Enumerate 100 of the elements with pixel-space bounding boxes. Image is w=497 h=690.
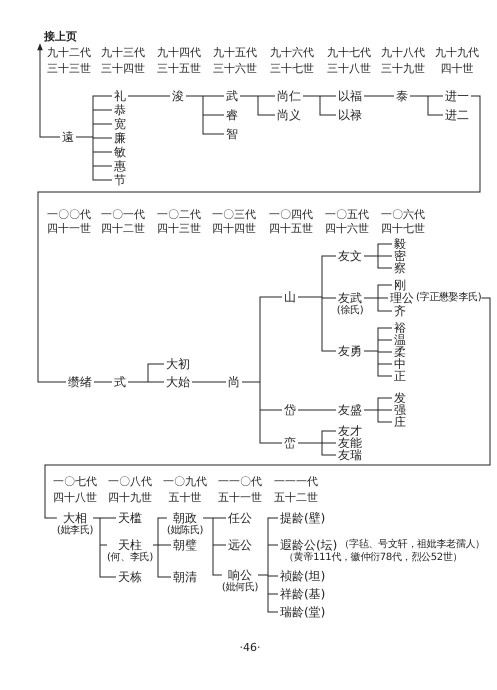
generation-label: 一〇八代 <box>108 475 152 489</box>
tree-connector <box>92 518 116 578</box>
generation-label: 三十三世 <box>47 62 91 76</box>
generation-label: 一〇三代 <box>212 208 256 222</box>
generation-label: 一〇〇代 <box>47 208 91 222</box>
generation-label: 四十二世 <box>101 222 145 236</box>
person-name: 朝政 <box>171 511 199 525</box>
person-name: 朝清 <box>171 570 199 584</box>
person-name: 以福 <box>336 89 364 103</box>
generation-label: 一〇四代 <box>269 208 313 222</box>
person-name: 遠 <box>60 130 76 144</box>
person-name: 进二 <box>443 108 471 122</box>
person-name: 大始 <box>164 375 192 389</box>
generation-label: 三十八世 <box>327 62 371 76</box>
generation-label: 四十一世 <box>47 222 91 236</box>
person-name: 峦 <box>282 436 298 450</box>
generation-label: 五十世 <box>168 491 202 505</box>
person-name: 刚 <box>392 278 408 292</box>
page-number: ·46· <box>240 641 260 655</box>
tree-connector <box>44 298 490 518</box>
generation-label: 三十九世 <box>381 62 425 76</box>
person-name: 武 <box>224 89 240 103</box>
generation-label: 一〇七代 <box>53 475 97 489</box>
person-name: 遐龄公(坛) <box>278 538 340 552</box>
generation-label: 九十七代 <box>327 46 371 60</box>
person-name: 任公 <box>226 511 254 525</box>
tree-connector <box>364 256 392 268</box>
person-name: 大初 <box>164 357 192 371</box>
generation-label: 一〇二代 <box>157 208 201 222</box>
tree-connector <box>364 298 392 312</box>
tree-connector <box>152 544 172 578</box>
person-name: 式 <box>112 375 128 389</box>
generation-label: 五十二世 <box>274 491 318 505</box>
name-note: (妣李氏) <box>56 525 94 537</box>
generation-label: 五十一世 <box>218 491 262 505</box>
generation-label: 一一〇代 <box>218 475 262 489</box>
tree-connector <box>364 410 392 422</box>
generation-label: 三十六世 <box>213 62 257 76</box>
continuation-note: 接上页 <box>36 30 77 44</box>
name-note: (字正懋娶李氏) <box>416 292 482 304</box>
person-name: 进一 <box>443 89 471 103</box>
generation-label: 四十八世 <box>53 491 97 505</box>
generation-label: 一〇五代 <box>325 208 369 222</box>
person-name: 友武 <box>336 291 364 305</box>
person-name: 大相 <box>61 511 89 525</box>
person-name: 睿 <box>224 108 240 122</box>
person-name: 齐 <box>392 304 408 318</box>
generation-label: 九十八代 <box>381 46 425 60</box>
tree-connector <box>186 96 224 134</box>
person-name: 理公 <box>388 291 416 305</box>
tree-connector <box>298 296 336 352</box>
person-name: 恭 <box>112 103 128 117</box>
person-name: 智 <box>224 127 240 141</box>
generation-label: 四十九世 <box>108 491 152 505</box>
person-name: 尚仁 <box>275 89 303 103</box>
generation-label: 一一一代 <box>274 475 318 489</box>
generation-label: 一〇九代 <box>163 475 207 489</box>
tree-connector <box>76 136 112 180</box>
name-note: (何、李氏) <box>107 552 153 564</box>
generation-label: 三十五世 <box>157 62 201 76</box>
tree-connector <box>202 518 222 576</box>
person-name: 天槛 <box>116 511 144 525</box>
person-name: 友瑞 <box>336 448 364 462</box>
person-name: 正 <box>392 369 408 383</box>
tree-connector <box>410 96 444 116</box>
person-name: 天柱 <box>116 538 144 552</box>
person-name: 祥龄(基) <box>278 587 328 601</box>
person-name: 泰 <box>394 89 410 103</box>
person-name: 朝璧 <box>171 538 199 552</box>
generation-label: 四十四世 <box>212 222 256 236</box>
generation-label: 四十六世 <box>325 222 369 236</box>
person-name: 察 <box>392 261 408 275</box>
generation-label: 九十九代 <box>435 46 479 60</box>
person-name: 敏 <box>112 145 128 159</box>
person-name: 天栋 <box>116 570 144 584</box>
generation-label: 九十六代 <box>270 46 314 60</box>
tree-connector <box>364 350 392 376</box>
person-name: 远公 <box>226 538 254 552</box>
generation-label: 四十世 <box>440 62 474 76</box>
person-name: 以禄 <box>336 108 364 122</box>
person-name: 庄 <box>392 415 408 429</box>
person-name: 惠 <box>112 159 128 173</box>
generation-label: 一〇六代 <box>381 208 425 222</box>
generation-label: 三十四世 <box>101 62 145 76</box>
generation-label: 四十三世 <box>157 222 201 236</box>
generation-label: 四十五世 <box>269 222 313 236</box>
generation-label: 四十七世 <box>381 222 425 236</box>
person-name: 浚 <box>170 89 186 103</box>
person-name: 缵绪 <box>66 375 94 389</box>
person-name: 礼 <box>112 89 128 103</box>
generation-label: 九十二代 <box>47 46 91 60</box>
person-name: 宽 <box>112 117 128 131</box>
person-name: 友盛 <box>336 403 364 417</box>
person-name: 廉 <box>112 131 128 145</box>
generation-label: 一〇一代 <box>101 208 145 222</box>
name-note: (妣陈氏) <box>166 525 204 537</box>
tree-connector <box>38 96 480 382</box>
generation-label: 九十五代 <box>213 46 257 60</box>
person-name: 响公 <box>226 568 254 582</box>
generation-label: 九十三代 <box>101 46 145 60</box>
